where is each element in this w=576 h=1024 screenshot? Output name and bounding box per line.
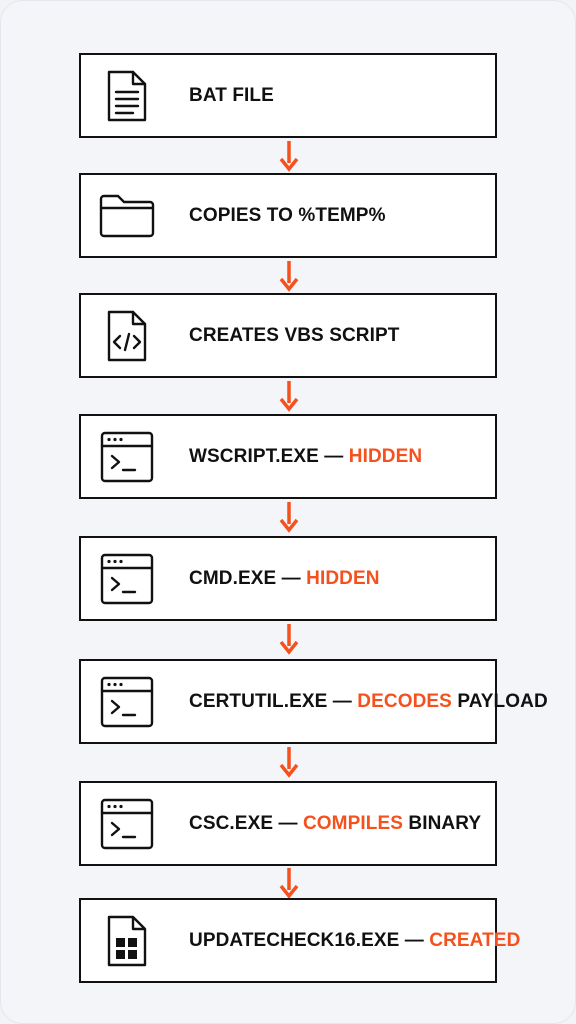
highlight-text: HIDDEN bbox=[306, 567, 380, 589]
step-label: WSCRIPT.EXE — HIDDEN bbox=[189, 445, 423, 467]
flow-arrow bbox=[279, 624, 299, 655]
flow-arrow bbox=[279, 868, 299, 899]
terminal-window-icon bbox=[97, 549, 157, 609]
step-cmd-hidden: CMD.EXE — HIDDEN bbox=[79, 536, 497, 621]
executable-file-icon bbox=[97, 911, 157, 971]
highlight-text: COMPILES bbox=[302, 812, 404, 834]
flow-arrow bbox=[279, 502, 299, 533]
step-updatecheck-created: UPDATECHECK16.EXE — CREATED bbox=[79, 898, 520, 983]
step-csc-compiles: CSC.EXE — COMPILES BINARY bbox=[79, 781, 497, 866]
folder-icon bbox=[97, 186, 157, 246]
terminal-window-icon bbox=[97, 794, 157, 854]
step-label: UPDATECHECK16.EXE — CREATED bbox=[189, 929, 521, 951]
flow-arrow bbox=[279, 381, 299, 412]
step-label: CSC.EXE — COMPILES BINARY bbox=[189, 812, 482, 834]
terminal-window-icon bbox=[97, 427, 157, 487]
flow-arrow bbox=[279, 747, 299, 778]
step-certutil-decodes: CERTUTIL.EXE — DECODES PAYLOAD bbox=[79, 659, 548, 744]
step-wscript-hidden: WSCRIPT.EXE — HIDDEN bbox=[79, 414, 497, 499]
step-label: CMD.EXE — HIDDEN bbox=[189, 567, 380, 589]
step-bat-file: BAT FILE bbox=[79, 53, 497, 138]
step-creates-vbs-script: CREATES VBS SCRIPT bbox=[79, 293, 497, 378]
step-label: CERTUTIL.EXE — DECODES PAYLOAD bbox=[189, 690, 548, 712]
step-label: BAT FILE bbox=[189, 84, 274, 106]
code-file-icon bbox=[97, 306, 157, 366]
step-label: CREATES VBS SCRIPT bbox=[189, 324, 400, 346]
flow-arrow bbox=[279, 261, 299, 292]
terminal-window-icon bbox=[97, 672, 157, 732]
highlight-text: CREATED bbox=[429, 929, 521, 951]
document-icon bbox=[97, 66, 157, 126]
highlight-text: DECODES bbox=[357, 690, 452, 712]
step-copies-to-temp: COPIES TO %TEMP% bbox=[79, 173, 497, 258]
step-label: COPIES TO %TEMP% bbox=[189, 204, 386, 226]
flow-arrow bbox=[279, 141, 299, 172]
highlight-text: HIDDEN bbox=[348, 445, 423, 467]
